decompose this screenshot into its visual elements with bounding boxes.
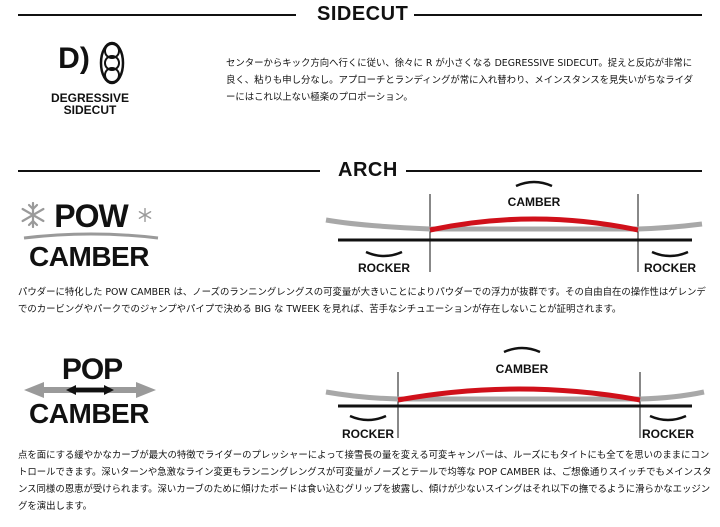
sidecut-rule-left	[18, 14, 296, 16]
sidecut-logo-glyph: D)	[58, 42, 90, 75]
sidecut-description: センターからキック方向へ行くに従い、徐々に R が小さくなる DEGRESSIV…	[226, 58, 693, 103]
arch-heading: ARCH	[338, 159, 398, 181]
pow-logo-line2: CAMBER	[29, 241, 149, 272]
pow-camber-diagram: CAMBER ROCKER ROCKER	[325, 180, 703, 275]
pop-camber-label: CAMBER	[496, 362, 549, 376]
pop-rocker-left-label: ROCKER	[342, 427, 394, 441]
sidecut-logo-line1: DEGRESSIVE	[50, 91, 130, 105]
sidecut-heading: SIDECUT	[317, 3, 409, 25]
sidecut-rule-right	[414, 14, 702, 16]
pop-logo-line1: POP	[61, 353, 123, 386]
pop-camber-description: 点を面にする緩やかなカーブが最大の特徴でライダーのプレッシャーによって接雪長の量…	[18, 450, 712, 512]
sidecut-logo-line2: SIDECUT	[63, 103, 117, 117]
sidecut-circles-icon	[99, 41, 125, 85]
arch-rule-left	[18, 170, 320, 172]
pop-camber-diagram: CAMBER ROCKER ROCKER	[325, 346, 705, 441]
snowflake-icon	[21, 202, 45, 228]
pow-logo-line1: POW	[54, 198, 128, 234]
arch-rule-right	[406, 170, 702, 172]
snowflake-small-icon	[138, 208, 152, 222]
pow-wave-icon	[23, 232, 159, 240]
double-arrow-icon	[24, 382, 156, 398]
pow-rocker-left-label: ROCKER	[358, 261, 410, 275]
pow-rocker-right-label: ROCKER	[644, 261, 696, 275]
pow-camber-description: パウダーに特化した POW CAMBER は、ノーズのランニングレングスの可変量…	[18, 287, 706, 315]
pow-camber-label: CAMBER	[508, 195, 561, 209]
pop-rocker-right-label: ROCKER	[642, 427, 694, 441]
pop-logo-line2: CAMBER	[29, 398, 149, 429]
